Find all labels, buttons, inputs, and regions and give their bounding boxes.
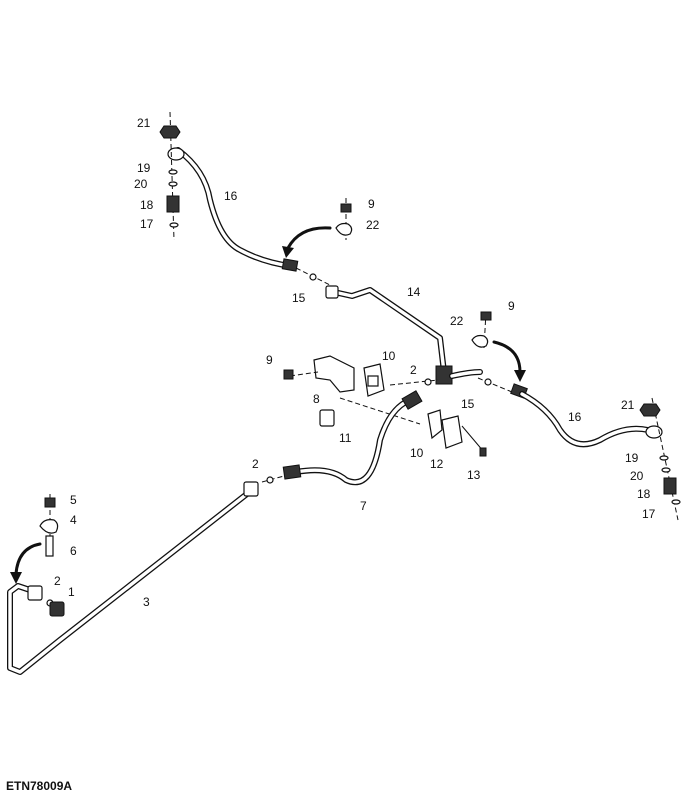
clamp-stack-left xyxy=(39,494,59,558)
callout-10-upper: 10 xyxy=(382,349,396,363)
callout-16-right: 16 xyxy=(568,410,582,424)
hose-16-upper-left xyxy=(167,147,299,272)
leader-15-right xyxy=(477,377,513,393)
callout-9-right: 9 xyxy=(508,299,515,313)
clamp-22-right xyxy=(471,311,492,349)
arrow-left xyxy=(14,542,42,576)
bracket-10-upper xyxy=(363,363,385,397)
callouts: 21 19 20 18 17 16 9 22 15 14 22 9 9 10 8… xyxy=(54,116,656,609)
figure-id: ETN78009A xyxy=(6,779,72,793)
callout-2-lower: 2 xyxy=(252,457,259,471)
callout-14: 14 xyxy=(407,285,421,299)
callout-15-upper: 15 xyxy=(292,291,306,305)
bracket-8 xyxy=(283,355,355,393)
callout-17-upper: 17 xyxy=(140,217,154,231)
callout-16-upper: 16 xyxy=(224,189,238,203)
clamp-22-upper xyxy=(335,198,353,240)
fitting-stack-right xyxy=(639,397,681,521)
bracket-10-lower xyxy=(427,409,443,440)
callout-1: 1 xyxy=(68,585,75,599)
fitting-stack-upper-left xyxy=(159,111,181,241)
callout-3: 3 xyxy=(143,595,150,609)
callout-20-upper: 20 xyxy=(134,177,148,191)
washer-2-mid xyxy=(424,378,432,386)
callout-22-right: 22 xyxy=(450,314,464,328)
dash-center xyxy=(339,397,421,425)
callout-11: 11 xyxy=(339,431,352,445)
callout-2-left: 2 xyxy=(54,574,61,588)
callout-2-mid: 2 xyxy=(410,363,417,377)
hose-16-right xyxy=(510,383,663,448)
callout-7: 7 xyxy=(360,499,367,513)
washer-2-lower xyxy=(266,476,274,484)
callout-4: 4 xyxy=(70,513,77,527)
bolt-13 xyxy=(461,425,487,457)
callout-15-right: 15 xyxy=(461,397,475,411)
tube-3 xyxy=(7,481,259,675)
callout-21-right: 21 xyxy=(621,398,635,412)
arrow-right-head xyxy=(514,370,526,382)
callout-17-right: 17 xyxy=(642,507,656,521)
arrow-right xyxy=(492,340,522,374)
bracket-12 xyxy=(441,415,463,449)
tube-14 xyxy=(325,285,483,385)
callout-21-upper: 21 xyxy=(137,116,151,130)
callout-18-upper: 18 xyxy=(140,198,154,212)
cap-1 xyxy=(49,601,65,617)
spacer-11 xyxy=(319,409,335,427)
arrow-upper xyxy=(286,226,332,250)
arrow-upper-head xyxy=(282,246,294,258)
callout-10-lower: 10 xyxy=(410,446,424,460)
callout-12: 12 xyxy=(430,457,444,471)
washer-15-right xyxy=(484,378,492,386)
callout-9-upper: 9 xyxy=(368,197,375,211)
callout-19-right: 19 xyxy=(625,451,639,465)
arrow-left-head xyxy=(10,572,22,584)
callout-20-right: 20 xyxy=(630,469,644,483)
washer-15-upper xyxy=(309,273,317,281)
callout-18-right: 18 xyxy=(637,487,651,501)
callout-6: 6 xyxy=(70,544,77,558)
callout-19-upper: 19 xyxy=(137,161,151,175)
callout-8: 8 xyxy=(313,392,320,406)
callout-22-upper: 22 xyxy=(366,218,380,232)
callout-5: 5 xyxy=(70,493,77,507)
callout-9-left: 9 xyxy=(266,353,273,367)
hose-7 xyxy=(282,390,423,486)
callout-13: 13 xyxy=(467,468,481,482)
